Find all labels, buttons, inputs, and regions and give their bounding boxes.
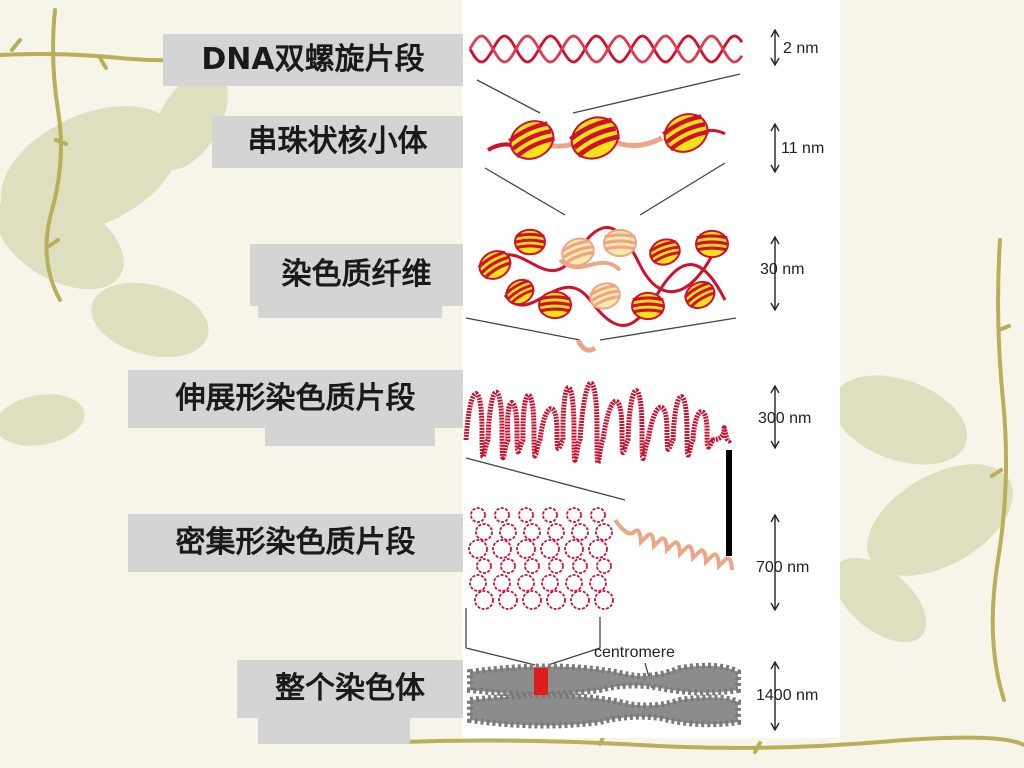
nucleosome — [695, 229, 729, 259]
scale-label: 11 nm — [781, 140, 824, 157]
extended-chromatin-loops — [463, 338, 733, 466]
nucleosome — [588, 282, 621, 310]
nucleosome — [477, 250, 512, 280]
scale-label: 300 nm — [758, 410, 811, 427]
nucleosome — [648, 238, 681, 266]
scale-indicator: 1400 nm — [756, 660, 818, 732]
leaf-decoration — [0, 70, 1013, 643]
centromere-label: centromere — [594, 644, 675, 661]
label-condensed-chromatin: 密集形染色质片段 — [128, 514, 463, 572]
scale-indicator: 30 nm — [760, 235, 804, 312]
nucleosome — [683, 280, 716, 310]
nucleosome — [514, 228, 546, 256]
scale-indicator: 700 nm — [756, 513, 809, 612]
scale-label: 1400 nm — [756, 687, 818, 704]
metaphase-chromosome — [467, 662, 741, 729]
connector-lines — [465, 73, 741, 689]
scale-indicator: 2 nm — [770, 28, 819, 67]
nucleosome — [504, 278, 535, 306]
scale-label: 2 nm — [783, 40, 819, 57]
scale-indicator: 300 nm — [758, 384, 811, 450]
scale-bar — [726, 450, 732, 556]
label-dna-double-helix: DNA双螺旋片段 — [163, 34, 463, 86]
scale-label: 30 nm — [760, 261, 804, 278]
scale-indicators: 2 nm 11 nm 30 nm 300 nm 700 nm 1400 nm — [756, 28, 824, 732]
label-whole-chromosome: 整个染色体 — [237, 660, 463, 718]
label-extended-chromatin: 伸展形染色质片段 — [128, 370, 463, 428]
label-chromatin-fiber: 染色质纤维 — [250, 244, 463, 306]
centromere-marker — [534, 668, 548, 695]
nucleosome — [568, 116, 620, 160]
condensed-chromatin — [468, 507, 734, 610]
nucleosome — [603, 228, 637, 258]
nucleosome — [631, 291, 665, 321]
scale-label: 700 nm — [756, 559, 809, 576]
nucleosome — [508, 120, 555, 160]
scale-indicator: 11 nm — [770, 122, 824, 174]
figure-panel — [462, 0, 840, 738]
nucleosome — [538, 290, 572, 320]
nucleosome-string — [486, 113, 726, 160]
chromatin-fiber-30nm — [477, 226, 729, 327]
nucleosome — [560, 237, 595, 267]
dna-double-helix — [468, 34, 744, 64]
label-nucleosome-string: 串珠状核小体 — [212, 116, 463, 168]
nucleosome — [662, 113, 709, 153]
